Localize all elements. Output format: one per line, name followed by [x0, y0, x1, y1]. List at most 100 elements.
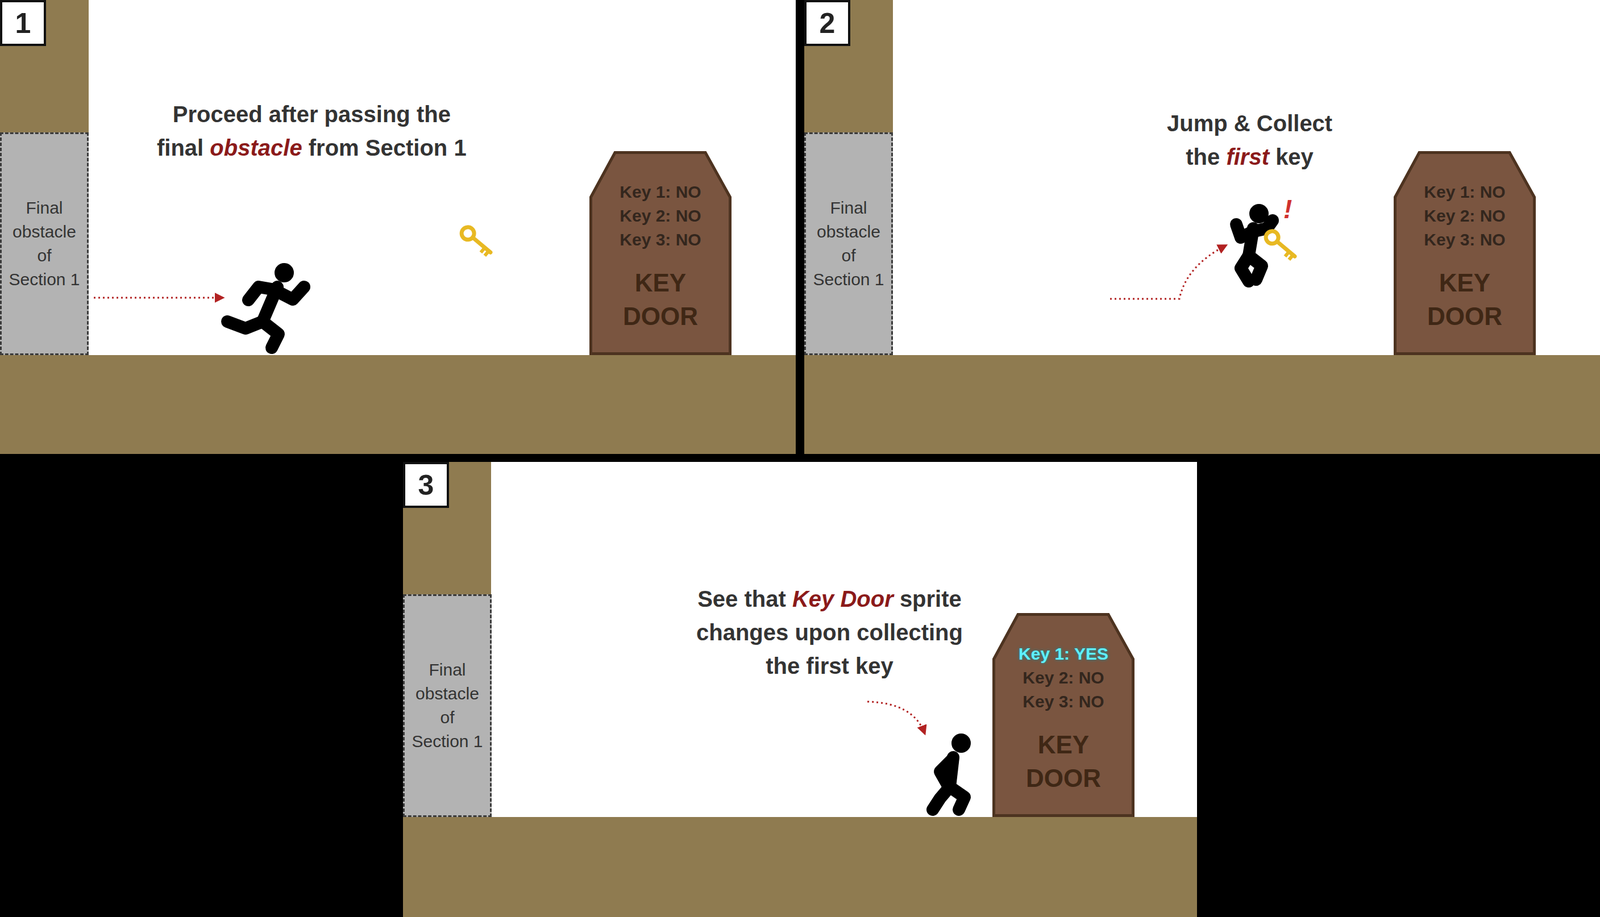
- word: Final: [428, 660, 466, 680]
- word: from: [308, 135, 360, 161]
- word: the: [765, 653, 800, 679]
- motion-arrow: [1110, 245, 1227, 299]
- key-door: Key 1: NOKey 2: NOKey 3: NO KEY DOOR: [1393, 151, 1536, 356]
- obstacle-label: Final obstacle of Section 1: [411, 658, 483, 754]
- comic-panel: Proceed after passing the final obstacle…: [0, 0, 796, 455]
- word: Final: [829, 198, 867, 218]
- panel-number-box: 1: [0, 0, 47, 47]
- panel-art: [0, 0, 796, 455]
- word: DOOR: [622, 302, 698, 331]
- word: Proceed: [172, 101, 263, 127]
- key-status: Key 1: NO: [589, 180, 732, 205]
- key-status: Key 1: YES: [992, 642, 1135, 667]
- panel-number: 1: [15, 6, 32, 40]
- exclamation-mark: !: [1283, 193, 1292, 225]
- key-door: Key 1: NOKey 2: NOKey 3: NO KEY DOOR: [589, 151, 732, 356]
- door-title: KEY DOOR: [1393, 266, 1536, 334]
- motion-arrow: [867, 701, 925, 734]
- panel-number-box: 2: [804, 0, 851, 47]
- key-status: Key 1: NO: [1393, 180, 1536, 205]
- key-status: Key 2: NO: [589, 204, 732, 228]
- door-title: KEY DOOR: [589, 266, 732, 334]
- word: that: [744, 586, 786, 612]
- obstacle-box: Final obstacle of Section 1: [0, 132, 89, 356]
- word: Jump: [1166, 110, 1228, 136]
- word: Section: [411, 732, 469, 751]
- obstacle-label: Final obstacle of Section 1: [812, 196, 884, 292]
- word: changes: [696, 620, 789, 646]
- key-status: Key 3: NO: [1393, 227, 1536, 252]
- word: upon: [794, 620, 851, 646]
- word: obstacle: [816, 222, 881, 241]
- word: Collect: [1256, 110, 1333, 136]
- door-title: KEY DOOR: [992, 728, 1135, 796]
- obstacle-box: Final obstacle of Section 1: [804, 132, 893, 356]
- word: sprite: [899, 586, 962, 612]
- panel-caption: Proceed after passing the final obstacle…: [156, 97, 467, 165]
- panel-ground: [804, 0, 1600, 455]
- emphasis-word: obstacle: [209, 135, 302, 161]
- word: of: [841, 246, 856, 265]
- word: final: [156, 135, 204, 161]
- word: key: [1275, 144, 1314, 170]
- running-figure: [227, 264, 305, 348]
- obstacle-label: Final obstacle of Section 1: [8, 196, 80, 292]
- key-status: Key 3: NO: [992, 690, 1135, 714]
- comic-panel: See that Key Door sprite changes upon co…: [402, 462, 1198, 917]
- word: after: [268, 101, 319, 127]
- key-icon: [1263, 228, 1299, 261]
- wall: [804, 0, 893, 133]
- word: 1: [874, 269, 885, 289]
- word: collecting: [856, 620, 963, 646]
- panel-number: 2: [819, 6, 836, 40]
- word: KEY: [634, 268, 687, 297]
- comic-panel: Jump & Collect the first key 2Final obsta…: [804, 0, 1600, 455]
- obstacle-box: Final obstacle of Section 1: [402, 594, 492, 818]
- word: KEY: [1037, 730, 1090, 759]
- word: Section: [812, 269, 870, 289]
- floor: [402, 817, 1198, 917]
- panel-caption: Jump & Collect the first key: [1166, 106, 1333, 174]
- word: Section: [365, 135, 448, 161]
- word: of: [439, 708, 455, 727]
- word: first: [805, 653, 850, 679]
- walking-figure: [932, 734, 970, 810]
- key-status: Key 2: NO: [992, 666, 1135, 691]
- word: key: [855, 653, 894, 679]
- word: the: [416, 101, 451, 127]
- word: Section: [8, 269, 66, 289]
- word: obstacle: [12, 222, 77, 241]
- wall: [0, 0, 89, 133]
- motion-arrow: [93, 297, 223, 299]
- word: KEY: [1439, 268, 1491, 297]
- floor: [804, 355, 1600, 455]
- wall: [402, 462, 492, 595]
- word: &: [1233, 110, 1251, 136]
- panel-ground: [402, 462, 1198, 917]
- key-status: Key 3: NO: [589, 227, 732, 252]
- word: 1: [473, 732, 484, 751]
- floor: [0, 355, 796, 455]
- word: the: [1185, 144, 1220, 170]
- word: DOOR: [1427, 302, 1503, 331]
- word: 1: [70, 269, 81, 289]
- key-icon: [459, 224, 495, 257]
- word: Final: [25, 198, 63, 218]
- panel-number: 3: [418, 468, 435, 502]
- panel-number-box: 3: [402, 462, 450, 509]
- word: See: [697, 586, 738, 612]
- panel-ground: [0, 0, 796, 455]
- key-status: Key 2: NO: [1393, 204, 1536, 228]
- panel-art: [402, 462, 1198, 917]
- word: DOOR: [1025, 764, 1101, 793]
- key-door: Key 1: YESKey 2: NOKey 3: NO KEY DOOR: [992, 613, 1135, 818]
- word: of: [36, 246, 52, 265]
- emphasis-word: first: [1226, 144, 1270, 170]
- word: 1: [453, 135, 467, 161]
- emphasis-word: Door: [840, 586, 893, 612]
- panel-art: [804, 0, 1600, 455]
- panel-caption: See that Key Door sprite changes upon co…: [696, 582, 963, 684]
- word: obstacle: [415, 684, 480, 704]
- emphasis-word: Key: [792, 586, 834, 612]
